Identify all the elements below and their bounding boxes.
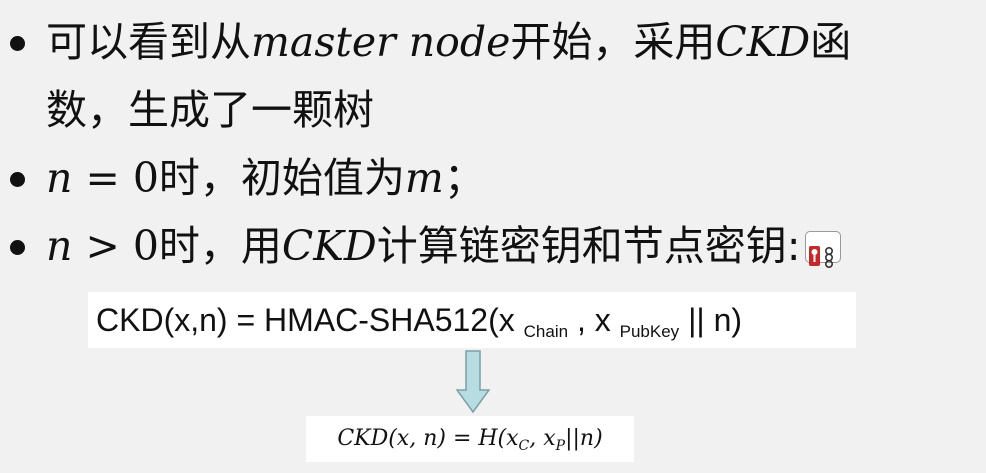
math-ckd: CKD <box>715 18 811 66</box>
math-eq-zero: = 0 <box>72 154 159 202</box>
formula-simplified: CKD(x, n) = H(xC, xP||n) <box>306 416 634 462</box>
bullet-1-text-end: 函 <box>810 18 852 66</box>
bullet-item-1: 可以看到从master node开始，采用CKD函 数，生成了一颗树 <box>10 16 851 136</box>
bullet-1-line-2: 数，生成了一颗树 <box>46 86 374 134</box>
math-n: n <box>46 222 73 270</box>
formula-2-tail: ||n) <box>565 426 603 451</box>
formula-hmac: CKD(x,n) = HMAC-SHA512(x Chain , x PubKe… <box>88 292 856 348</box>
math-n: n <box>46 154 73 202</box>
bullet-dot <box>10 240 25 255</box>
formula-1-sub-chain: Chain <box>523 322 569 341</box>
key-chain-icon[interactable] <box>804 230 841 268</box>
bullet-1-text-pre: 可以看到从 <box>46 18 251 66</box>
formula-1-main: CKD(x,n) = HMAC-SHA512(x <box>96 302 515 338</box>
bullet-1-line-1: 可以看到从master node开始，采用CKD函 <box>46 16 851 68</box>
bullet-2-text-mid: 时，初始值为 <box>158 154 405 202</box>
bullet-item-2: n = 0时，初始值为m； <box>10 152 485 204</box>
bullet-dot <box>10 36 25 51</box>
bullet-dot <box>10 172 25 187</box>
bullet-3-text-end: 计算链密钥和节点密钥: <box>376 222 801 270</box>
formula-2-sub-p: P <box>555 438 566 454</box>
formula-1-sep: , x <box>576 302 611 338</box>
formula-1-tail: || n) <box>688 302 743 338</box>
bullet-2-text-end: ； <box>443 154 485 202</box>
formula-1-sub-pubkey: PubKey <box>619 322 680 341</box>
formula-2-head: CKD(x, n) = H(x <box>337 426 519 451</box>
formula-2-sub-c: C <box>518 438 530 454</box>
bullet-item-3: n > 0时，用CKD计算链密钥和节点密钥: <box>10 220 841 272</box>
down-arrow-icon <box>456 350 490 414</box>
bullet-1-text-mid: 开始，采用 <box>510 18 716 66</box>
math-master-node: master node <box>251 18 511 66</box>
formula-2-mid: , x <box>529 426 556 451</box>
bullet-3-text-mid: 时，用 <box>158 222 282 270</box>
math-m: m <box>404 154 444 202</box>
math-gt-zero: > 0 <box>72 222 159 270</box>
math-ckd: CKD <box>281 222 377 270</box>
